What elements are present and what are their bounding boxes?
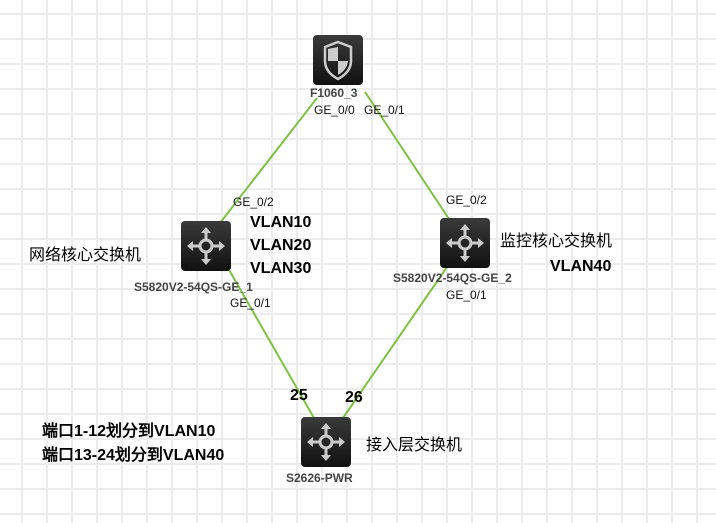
firewall-name: F1060_3 [310, 86, 358, 100]
vlan-label: VLAN30 [250, 260, 312, 277]
access-name: S2626-PWR [286, 471, 353, 485]
port-label: GE_0/0 [314, 103, 355, 117]
port-label: GE_0/1 [230, 296, 271, 310]
port-label: 26 [345, 389, 363, 406]
core1-name: S5820V2-54QS-GE_1 [134, 280, 253, 294]
vlan-label: VLAN20 [250, 237, 312, 254]
port-label: GE_0/2 [233, 195, 274, 209]
switch-icon [446, 224, 484, 262]
port-label: 25 [290, 387, 308, 404]
link-fw-core1[interactable] [219, 97, 318, 224]
link-core1-access[interactable] [227, 267, 315, 419]
port-label: GE_0/2 [446, 193, 487, 207]
vlan-label: VLAN10 [250, 214, 312, 231]
access-switch[interactable] [301, 417, 351, 467]
switch-icon [307, 423, 345, 461]
note-line: 端口1-12划分到VLAN10 [42, 423, 216, 440]
note-line: 端口13-24划分到VLAN40 [42, 447, 225, 464]
core-switch-1[interactable] [181, 221, 231, 271]
port-label: GE_0/1 [364, 103, 405, 117]
port-label: GE_0/1 [446, 288, 487, 302]
core2-role: 监控核心交换机 [500, 233, 613, 250]
firewall-device[interactable] [313, 35, 363, 85]
link-core2-access[interactable] [342, 266, 448, 419]
link-fw-core2[interactable] [364, 91, 450, 220]
shield-icon [323, 40, 353, 81]
core2-name: S5820V2-54QS-GE_2 [393, 271, 512, 285]
access-role: 接入层交换机 [366, 437, 463, 454]
vlan-label: VLAN40 [550, 258, 612, 275]
core1-role: 网络核心交换机 [29, 247, 142, 264]
switch-icon [187, 227, 225, 265]
core-switch-2[interactable] [440, 218, 490, 268]
